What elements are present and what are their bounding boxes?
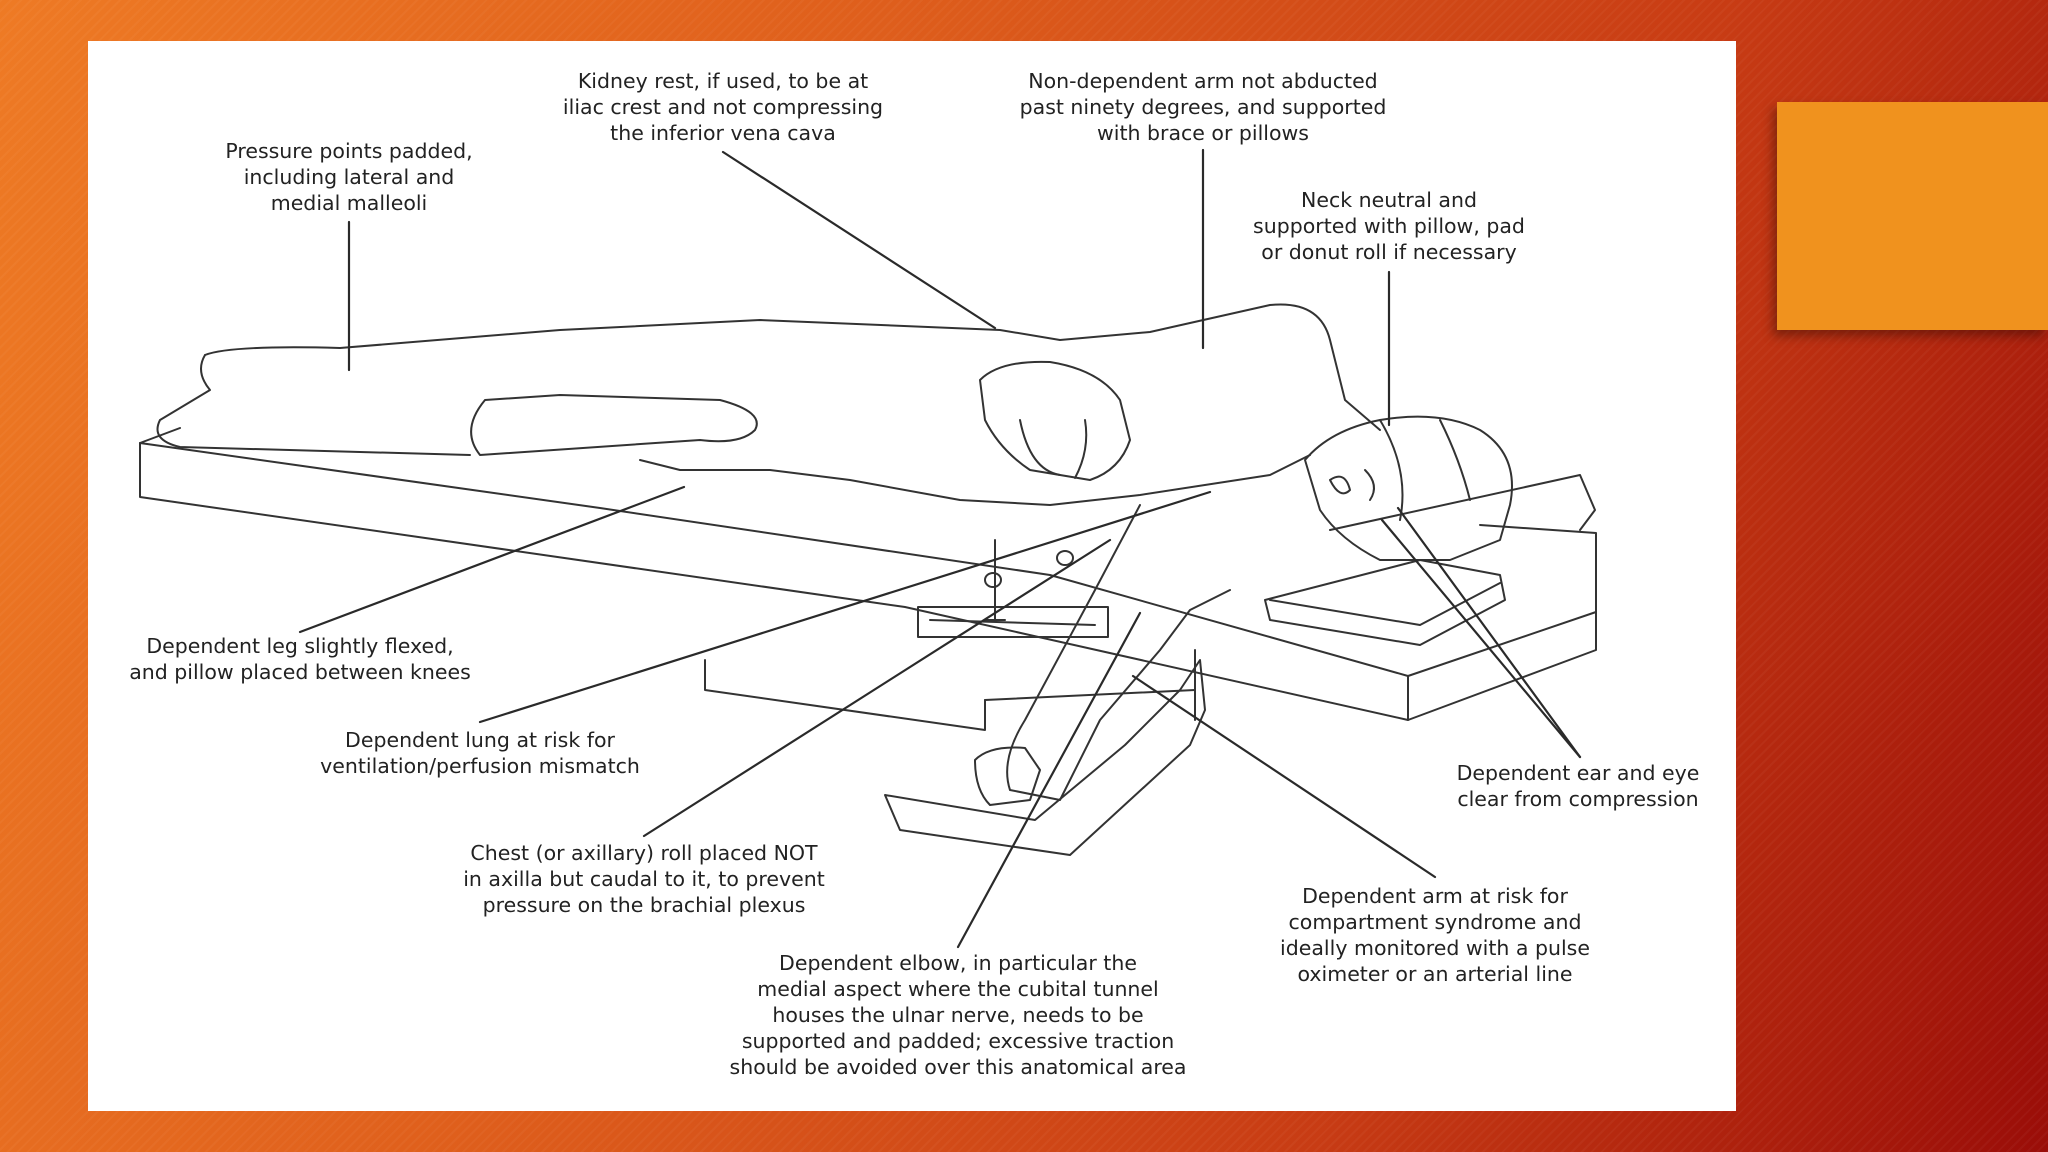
leader-kidney-rest [721, 150, 997, 330]
label-pressure-points: Pressure points padded, including latera… [225, 139, 473, 215]
label-dependent-arm: Dependent arm at risk for compartment sy… [1280, 884, 1590, 986]
label-kidney-rest: Kidney rest, if used, to be at iliac cre… [562, 69, 884, 145]
leader-ear-eye-2 [1396, 506, 1582, 759]
leader-dependent-leg [298, 485, 686, 634]
label-chest-roll: Chest (or axillary) roll placed NOT in a… [463, 841, 825, 917]
label-dependent-lung: Dependent lung at risk for ventilation/p… [320, 728, 640, 778]
leader-ear-eye-1 [1380, 518, 1582, 759]
leader-chest-roll [642, 538, 1112, 838]
label-ear-eye: Dependent ear and eye clear from compres… [1456, 761, 1700, 811]
leader-dependent-arm [1131, 674, 1437, 879]
leader-dependent-elbow [956, 611, 1142, 949]
label-dependent-elbow: Dependent elbow, in particular the media… [729, 951, 1187, 1079]
patient-body [156, 303, 1513, 856]
label-dependent-leg: Dependent leg slightly flexed, and pillo… [129, 634, 471, 684]
label-neck-neutral: Neck neutral and supported with pillow, … [1253, 188, 1525, 264]
diagram-panel [88, 41, 1736, 1111]
label-nondependent-arm: Non-dependent arm not abducted past nine… [1019, 69, 1387, 145]
accent-rectangle [1777, 102, 2048, 330]
operating-table [139, 427, 1597, 731]
leader-lines [298, 148, 1582, 949]
leader-dependent-lung [478, 490, 1212, 724]
